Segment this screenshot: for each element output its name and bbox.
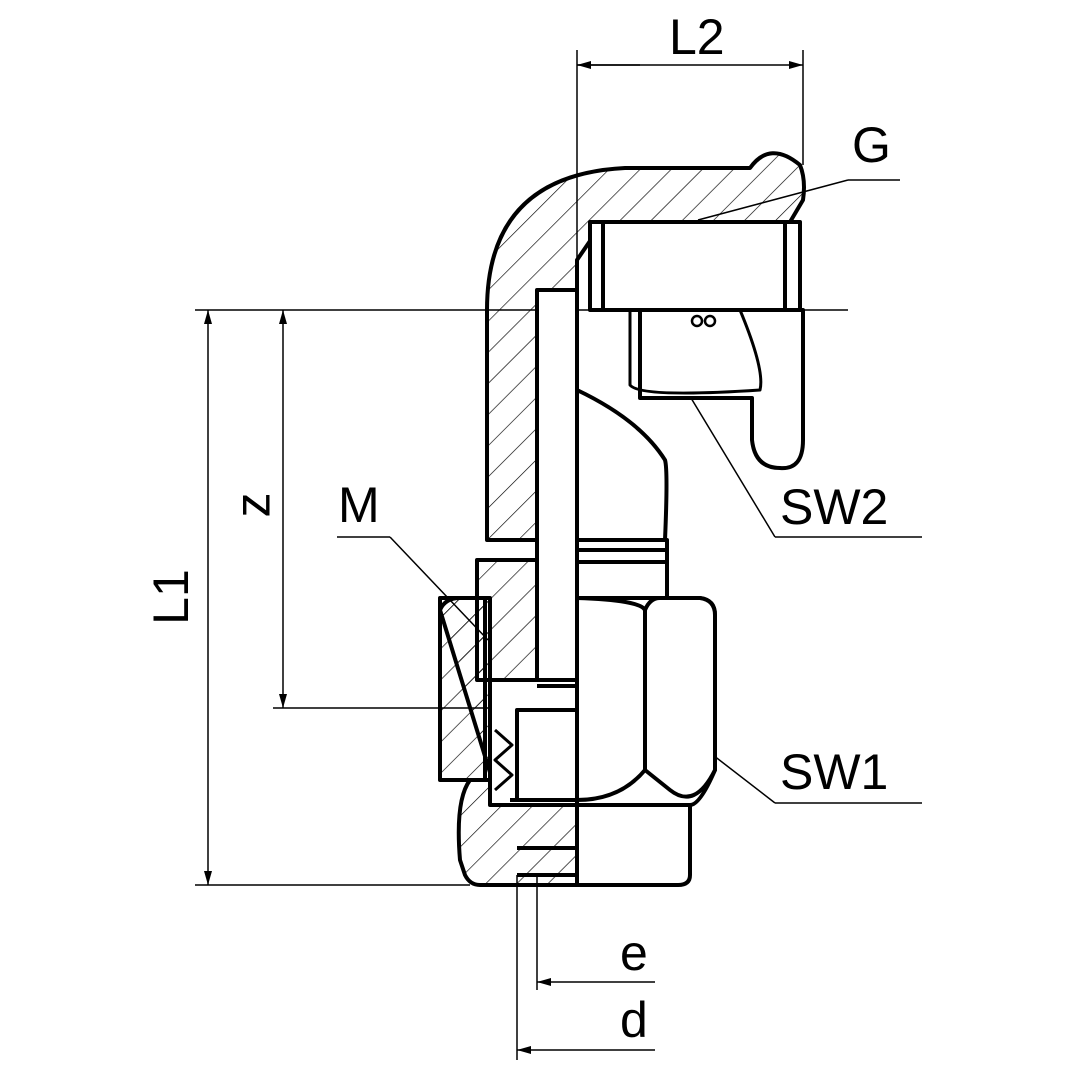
elbow-body xyxy=(485,151,806,682)
dim-label-l1: L1 xyxy=(142,569,199,625)
dim-label-l2: L2 xyxy=(669,9,725,65)
dim-label-e: e xyxy=(620,925,648,981)
label-sw1: SW1 xyxy=(780,744,889,800)
label-g: G xyxy=(852,117,891,173)
label-sw2: SW2 xyxy=(780,479,889,535)
dim-label-d: d xyxy=(620,992,648,1048)
dim-label-z: z xyxy=(224,492,281,518)
label-m: M xyxy=(338,477,380,533)
nut-sw1 xyxy=(438,558,717,887)
